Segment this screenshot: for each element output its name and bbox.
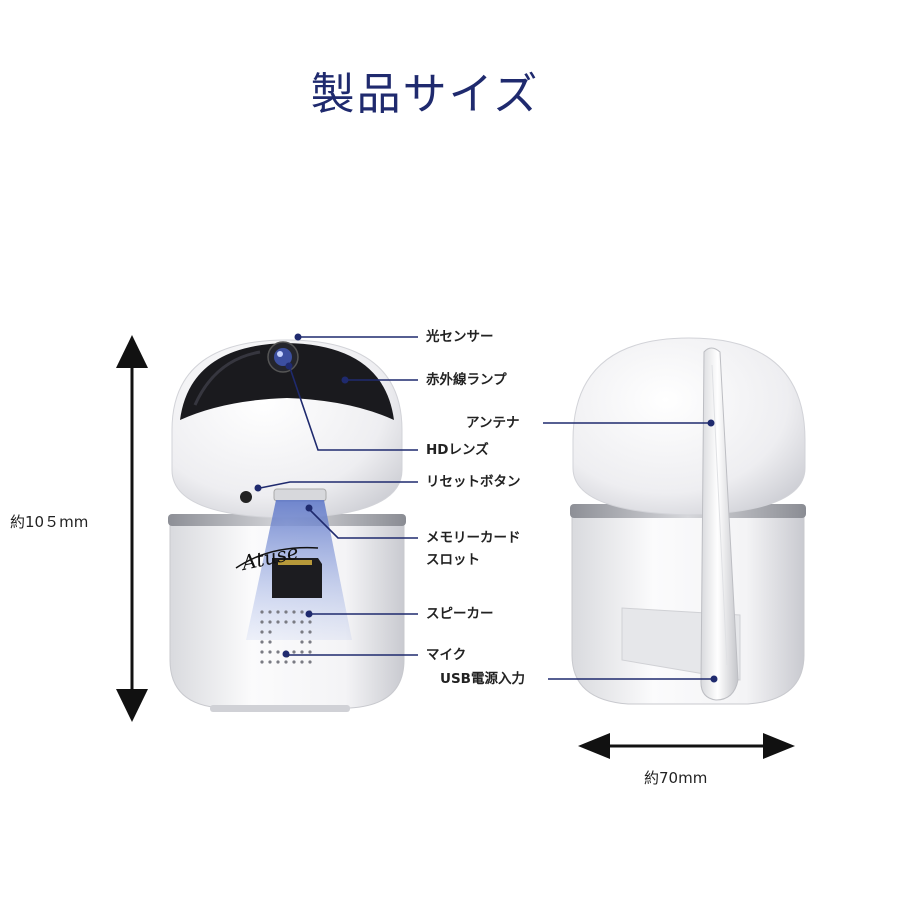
leader-dots-back <box>707 419 718 683</box>
label-antenna: アンテナ <box>466 415 520 431</box>
label-memory-card-slot-line1: メモリーカード <box>426 530 521 546</box>
dimension-height: 約10５mm <box>10 513 89 531</box>
label-reset-button: リセットボタン <box>426 474 521 490</box>
label-light-sensor: 光センサー <box>426 329 494 345</box>
label-hd-lens: HDレンズ <box>426 442 489 458</box>
camera-back-view <box>570 337 806 705</box>
page-title: 製品サイズ <box>310 69 540 120</box>
leader-lines-front <box>259 336 418 656</box>
dimension-width: 約70mm <box>644 769 708 787</box>
label-memory-card-slot-line2: スロット <box>426 552 480 568</box>
label-ir-lamp: 赤外線ランプ <box>426 372 507 388</box>
label-speaker: スピーカー <box>426 606 494 622</box>
label-mic: マイク <box>426 647 467 663</box>
height-arrow <box>116 335 148 722</box>
width-arrow <box>578 733 795 759</box>
label-usb-power: USB電源入力 <box>440 671 525 687</box>
camera-front-view: Atuse <box>168 339 406 712</box>
leader-dots-front <box>254 333 349 658</box>
leader-lines-back <box>543 422 713 680</box>
